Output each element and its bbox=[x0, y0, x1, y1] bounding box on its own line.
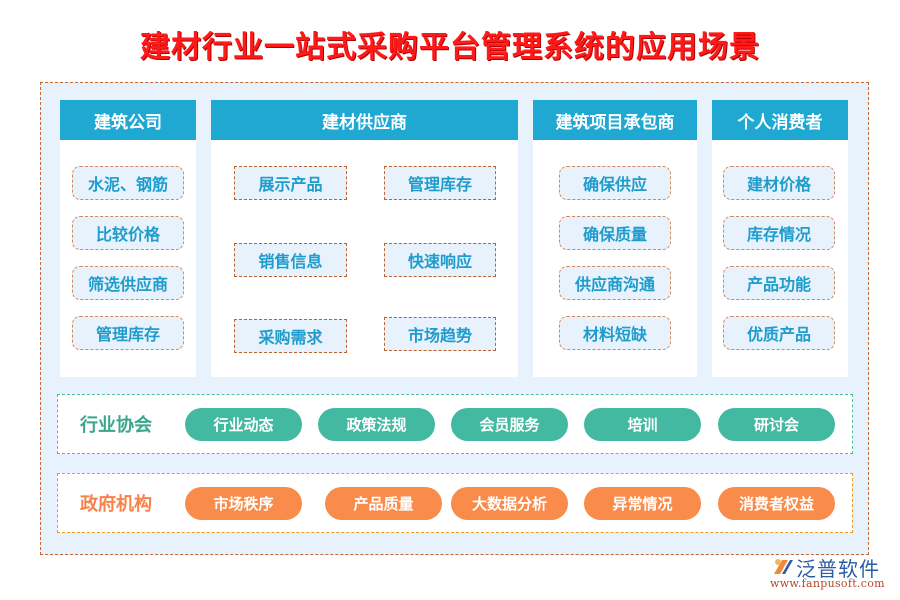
tag-item: 销售信息 bbox=[234, 243, 347, 277]
tag-item: 快速响应 bbox=[384, 243, 496, 277]
tag-item: 建材价格 bbox=[723, 166, 835, 200]
tag-item: 水泥、钢筋 bbox=[72, 166, 184, 200]
pill-item: 政策法规 bbox=[318, 408, 435, 441]
tag-item: 筛选供应商 bbox=[72, 266, 184, 300]
industry-association-band: 行业协会 行业动态 政策法规 会员服务 培训 研讨会 bbox=[57, 394, 853, 454]
logo-name: 泛普软件 bbox=[796, 557, 880, 581]
tag-item: 管理库存 bbox=[72, 316, 184, 350]
government-agency-band: 政府机构 市场秩序 产品质量 大数据分析 异常情况 消费者权益 bbox=[57, 473, 853, 533]
band-label: 行业协会 bbox=[80, 415, 152, 436]
pill-item: 会员服务 bbox=[451, 408, 568, 441]
column-header: 建材供应商 bbox=[211, 100, 518, 140]
column-construction-company: 建筑公司 水泥、钢筋 比较价格 筛选供应商 管理库存 bbox=[60, 100, 196, 377]
tag-item: 产品功能 bbox=[723, 266, 835, 300]
tag-item: 供应商沟通 bbox=[559, 266, 671, 300]
tag-item: 材料短缺 bbox=[559, 316, 671, 350]
column-header: 建筑公司 bbox=[60, 100, 196, 140]
pill-item: 培训 bbox=[584, 408, 701, 441]
page-title: 建材行业一站式采购平台管理系统的应用场景 bbox=[140, 30, 760, 65]
tag-item: 市场趋势 bbox=[384, 317, 496, 351]
tag-item: 比较价格 bbox=[72, 216, 184, 250]
pill-item: 行业动态 bbox=[185, 408, 302, 441]
tag-item: 确保质量 bbox=[559, 216, 671, 250]
pill-item: 研讨会 bbox=[718, 408, 835, 441]
pill-item: 异常情况 bbox=[584, 487, 701, 520]
pill-item: 大数据分析 bbox=[451, 487, 568, 520]
tag-item: 优质产品 bbox=[723, 316, 835, 350]
logo-mark-icon bbox=[774, 559, 793, 574]
column-project-contractor: 建筑项目承包商 确保供应 确保质量 供应商沟通 材料短缺 bbox=[533, 100, 697, 377]
column-individual-consumer: 个人消费者 建材价格 库存情况 产品功能 优质产品 bbox=[712, 100, 848, 377]
logo-url: www.fanpusoft.com bbox=[770, 577, 885, 590]
band-label: 政府机构 bbox=[80, 494, 152, 515]
column-header: 建筑项目承包商 bbox=[533, 100, 697, 140]
tag-item: 采购需求 bbox=[234, 319, 347, 353]
tag-item: 管理库存 bbox=[384, 166, 496, 200]
brand-logo: 泛普软件 www.fanpusoft.com bbox=[770, 553, 895, 593]
tag-item: 库存情况 bbox=[723, 216, 835, 250]
column-material-supplier: 建材供应商 展示产品 管理库存 销售信息 快速响应 采购需求 市场趋势 bbox=[211, 100, 518, 377]
pill-item: 消费者权益 bbox=[718, 487, 835, 520]
column-header: 个人消费者 bbox=[712, 100, 848, 140]
tag-item: 展示产品 bbox=[234, 166, 347, 200]
pill-item: 产品质量 bbox=[325, 487, 442, 520]
pill-item: 市场秩序 bbox=[185, 487, 302, 520]
tag-item: 确保供应 bbox=[559, 166, 671, 200]
